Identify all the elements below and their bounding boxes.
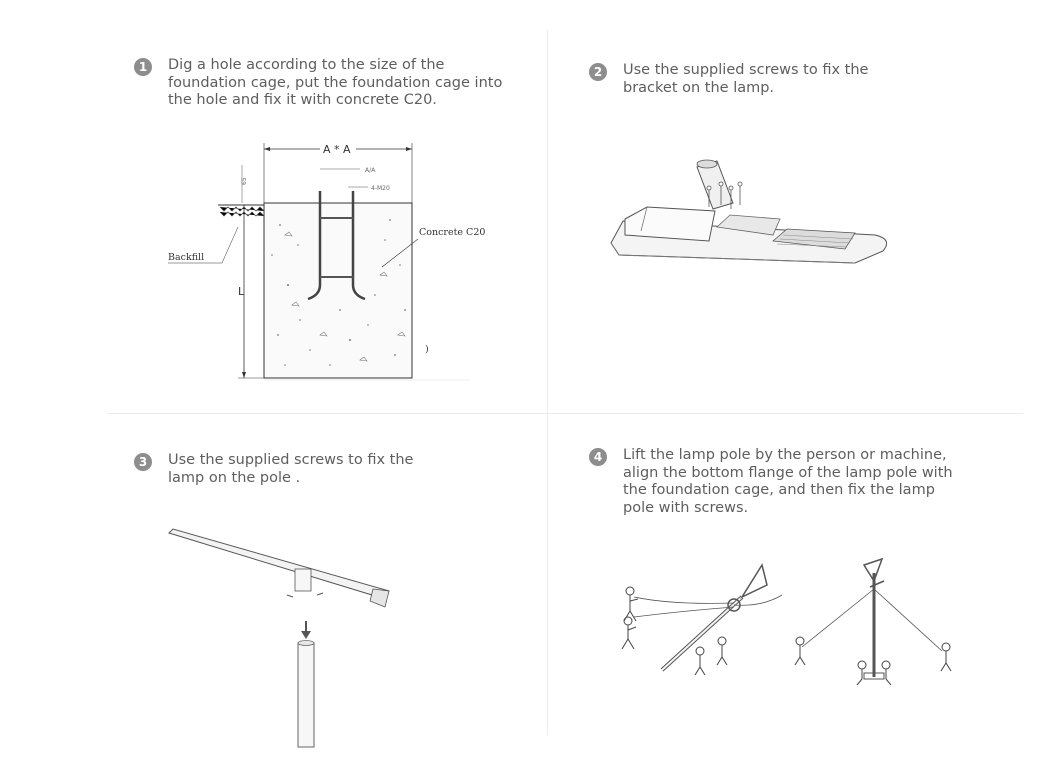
- bolt-spacing-label: A/A: [365, 167, 376, 174]
- step-2-line-2: bracket on the lamp.: [623, 79, 775, 96]
- step-4-text: Lift the lamp pole by the person or mach…: [623, 447, 953, 517]
- width-label: A * A: [323, 143, 351, 156]
- step-2-line-1: Use the supplied screws to fix the: [623, 62, 869, 78]
- step-3-text: Use the supplied screws to fix the lamp …: [168, 452, 413, 487]
- step-2-number-badge: 2: [589, 63, 607, 81]
- lamp-bracket-diagram: [610, 159, 888, 264]
- step-3-number-badge: 3: [134, 453, 152, 471]
- step-3-line-2: lamp on the pole .: [168, 469, 301, 486]
- step-4-line-2: align the bottom flange of the lamp pole…: [623, 464, 953, 481]
- step-4-number-badge: 4: [589, 448, 607, 466]
- step-4-line-3: the foundation cage, and then fix the la…: [623, 482, 935, 498]
- concrete-label: Concrete C20: [419, 227, 485, 238]
- step-2-text: Use the supplied screws to fix the brack…: [623, 62, 868, 97]
- backfill-label: Backfill: [168, 252, 204, 263]
- step-1-text: Dig a hole according to the size of the …: [168, 57, 502, 110]
- vertical-divider: [547, 30, 548, 735]
- step-1-line-2: foundation cage, put the foundation cage…: [168, 74, 503, 91]
- step-4-line-4: pole with screws.: [623, 499, 749, 516]
- bolt-label: 4-M20: [371, 185, 390, 192]
- step-1-line-3: the hole and fix it with concrete C20.: [168, 92, 437, 108]
- lamp-on-pole-diagram: [168, 528, 390, 748]
- horizontal-divider: [108, 413, 1023, 414]
- step-1-line-1: Dig a hole according to the size of the: [168, 57, 445, 73]
- step-4-line-1: Lift the lamp pole by the person or mach…: [623, 447, 947, 463]
- pole-lifting-diagram: [621, 557, 952, 686]
- step-3-line-1: Use the supplied screws to fix the: [168, 452, 414, 468]
- step-1-number-badge: 1: [134, 58, 152, 76]
- foundation-diagram: A * A A/A 4-M20 65 L Backfill Concr: [168, 142, 485, 381]
- depth-label: L: [238, 285, 245, 298]
- side-mark: ): [425, 344, 429, 355]
- top-dim-label: 65: [241, 177, 248, 185]
